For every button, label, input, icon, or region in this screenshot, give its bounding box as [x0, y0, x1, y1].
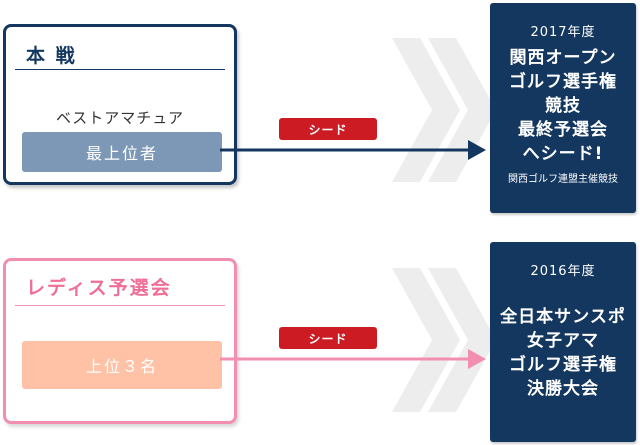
ladies-qualifier-box: レディス予選会 上位３名 — [3, 258, 237, 424]
ladies-qualifier-title: レディス予選会 — [26, 277, 172, 299]
arrow-right-icon — [220, 349, 486, 369]
target-line: 全日本サンスポ — [500, 307, 626, 327]
main-event-box: 本 戦 ベストアマチュア 最上位者 — [3, 24, 237, 185]
target-line: 競技 — [545, 96, 581, 116]
target-line: 決勝大会 — [527, 379, 599, 399]
chevron-icon — [392, 38, 496, 182]
main-event-divider — [15, 69, 225, 70]
target-line: 関西オープン — [509, 48, 617, 68]
target-event-name: 関西オープン ゴルフ選手権 競技 最終予選会 へシード! — [490, 46, 636, 166]
arrow-right-icon — [220, 140, 486, 160]
main-event-title: 本 戦 — [26, 45, 77, 67]
target-line: 女子アマ — [527, 331, 599, 351]
target-event-box: 2016年度 全日本サンスポ 女子アマ ゴルフ選手権 決勝大会 — [490, 242, 636, 442]
ladies-qualifier-divider — [15, 305, 225, 306]
target-year: 2017年度 — [530, 25, 596, 40]
ladies-qualifier-pill: 上位３名 — [22, 341, 222, 389]
target-organizer: 関西ゴルフ連盟主催競技 — [508, 174, 618, 185]
target-event-box: 2017年度 関西オープン ゴルフ選手権 競技 最終予選会 へシード! 関西ゴル… — [490, 3, 636, 213]
main-event-subtitle: ベストアマチュア — [55, 109, 184, 127]
target-line: へシード! — [522, 144, 604, 164]
target-line: ゴルフ選手権 — [509, 72, 617, 92]
main-event-pill: 最上位者 — [22, 132, 222, 172]
target-event-name: 全日本サンスポ 女子アマ ゴルフ選手権 決勝大会 — [490, 305, 636, 401]
target-year: 2016年度 — [530, 264, 596, 279]
target-line: ゴルフ選手権 — [509, 355, 617, 375]
seed-badge: シード — [279, 327, 377, 349]
seed-badge: シード — [279, 118, 377, 140]
target-line: 最終予選会 — [518, 120, 608, 140]
chevron-icon — [392, 268, 496, 412]
